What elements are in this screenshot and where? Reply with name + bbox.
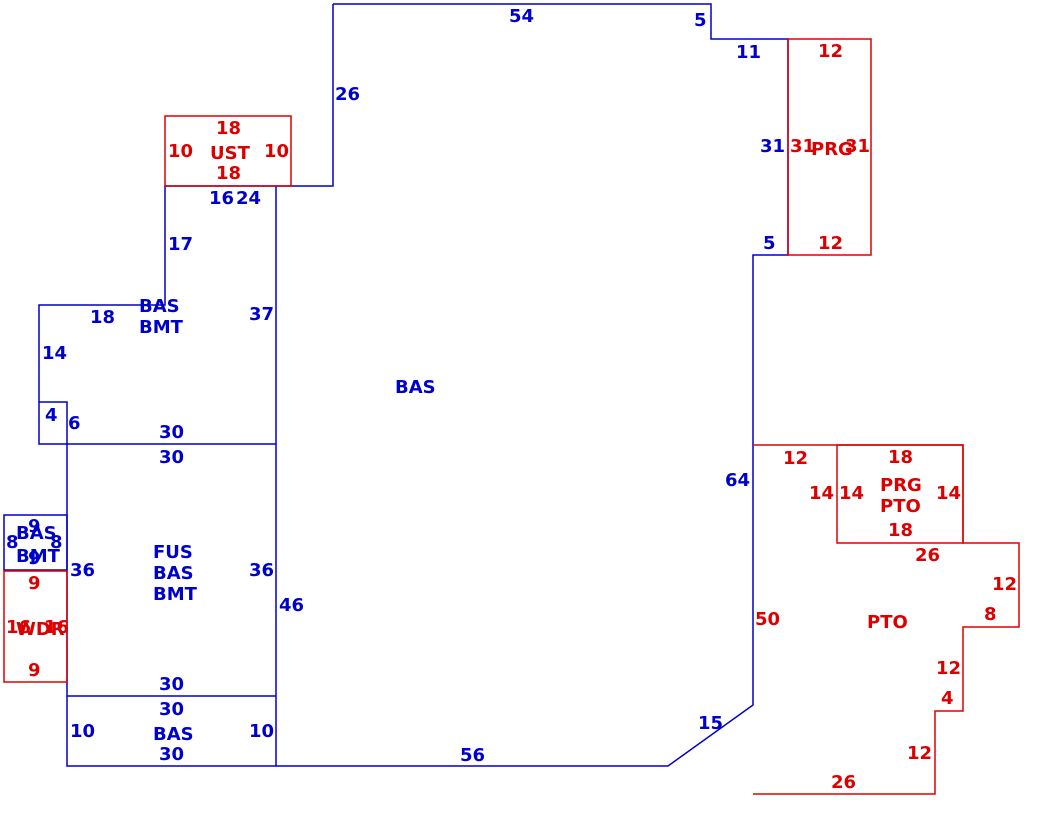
dim-wdr-top: 9: [28, 573, 41, 594]
notch-line: [39, 401, 68, 444]
dim-pto-bottom: 26: [831, 772, 856, 793]
area-label-bmt-small: BMT: [16, 546, 61, 567]
dim-pto-12b: 12: [992, 574, 1017, 595]
dim-fus-top-a: 30: [159, 422, 184, 443]
dim-wall-37: 37: [249, 304, 274, 325]
dim-ust-bottom: 18: [216, 163, 241, 184]
dim-right-wall: 64: [725, 470, 750, 491]
dim-pto-12d: 12: [907, 743, 932, 764]
area-label-bas-lower: BAS: [153, 724, 194, 745]
dim-wall-6: 6: [68, 413, 81, 434]
dim-wdr-left: 16: [6, 617, 31, 638]
ust-box: [164, 115, 292, 187]
dim-wall-4: 4: [45, 405, 58, 426]
dim-step-26: 26: [335, 84, 360, 105]
pto-outline: [753, 444, 1020, 795]
dim-small-top: 9: [28, 516, 41, 537]
area-label-fus: FUS: [153, 542, 193, 563]
dim-prg-right: 31: [845, 136, 870, 157]
dim-bas-left: 10: [70, 721, 95, 742]
area-label-pto: PTO: [867, 612, 908, 633]
dim-small-right: 8: [50, 532, 63, 553]
main-outline: [38, 3, 789, 767]
dim-prg-bottom: 12: [818, 233, 843, 254]
dim-top-right: 5: [694, 10, 707, 31]
area-label-bas-upper: BAS: [139, 296, 180, 317]
area-label-fus-bmt: BMT: [153, 584, 198, 605]
dim-right-wall-upper: 31: [760, 136, 785, 157]
dim-diagonal: 15: [698, 713, 723, 734]
area-label-bmt-upper: BMT: [139, 317, 184, 338]
dim-prgpto-top: 18: [888, 447, 913, 468]
area-label-wdr: WDR: [16, 619, 65, 640]
dim-ust-top: 18: [216, 118, 241, 139]
dim-prgpto-left-a: 14: [809, 483, 834, 504]
dim-ust-base-a: 16: [209, 188, 234, 209]
area-label-prg-b: PRG: [880, 475, 922, 496]
area-label-bas: BAS: [395, 377, 436, 398]
dim-wall-18: 18: [90, 307, 115, 328]
area-label-bas-small: BAS: [16, 523, 57, 544]
dim-ust-left: 10: [168, 141, 193, 162]
dim-left-mid: 46: [279, 595, 304, 616]
dim-bas-right: 10: [249, 721, 274, 742]
dim-wall-14: 14: [42, 343, 67, 364]
area-label-prg: PRG: [811, 139, 853, 160]
dim-fus-bottom-a: 30: [159, 674, 184, 695]
wdr-box: [3, 570, 68, 683]
area-label-fus-bas: BAS: [153, 563, 194, 584]
dim-small-bottom: 9: [28, 548, 41, 569]
area-label-pto-b: PTO: [880, 496, 921, 517]
dim-fus-right: 36: [249, 560, 274, 581]
dim-pto-50: 50: [755, 609, 780, 630]
dim-wdr-right: 16: [44, 617, 69, 638]
dim-prg-left: 31: [790, 136, 815, 157]
dim-pto-8: 8: [984, 604, 997, 625]
dim-ust-base-b: 24: [236, 188, 261, 209]
dim-prgpto-bottom: 18: [888, 520, 913, 541]
dim-pto-12c: 12: [936, 658, 961, 679]
dim-prgpto-right: 14: [936, 483, 961, 504]
small-bas-bmt-box: [3, 514, 68, 571]
dim-fus-bottom-b: 30: [159, 699, 184, 720]
dim-top: 54: [509, 6, 534, 27]
dim-prg-top: 12: [818, 41, 843, 62]
dim-pto-26: 26: [915, 545, 940, 566]
dim-wdr-bottom: 9: [28, 660, 41, 681]
dim-right-step: 5: [763, 233, 776, 254]
dim-upper-step: 11: [736, 42, 761, 63]
dim-prgpto-left-b: 14: [839, 483, 864, 504]
dim-bottom: 56: [460, 745, 485, 766]
dim-fus-top-b: 30: [159, 447, 184, 468]
dim-fus-left: 36: [70, 560, 95, 581]
dim-pto-4: 4: [941, 688, 954, 709]
dim-small-left: 8: [6, 532, 19, 553]
area-label-ust: UST: [210, 143, 251, 164]
dim-wall-17: 17: [168, 234, 193, 255]
prg-top-box: [787, 38, 872, 256]
dim-ust-right: 10: [264, 141, 289, 162]
dim-bas-bottom: 30: [159, 744, 184, 765]
dim-pto-12: 12: [783, 448, 808, 469]
